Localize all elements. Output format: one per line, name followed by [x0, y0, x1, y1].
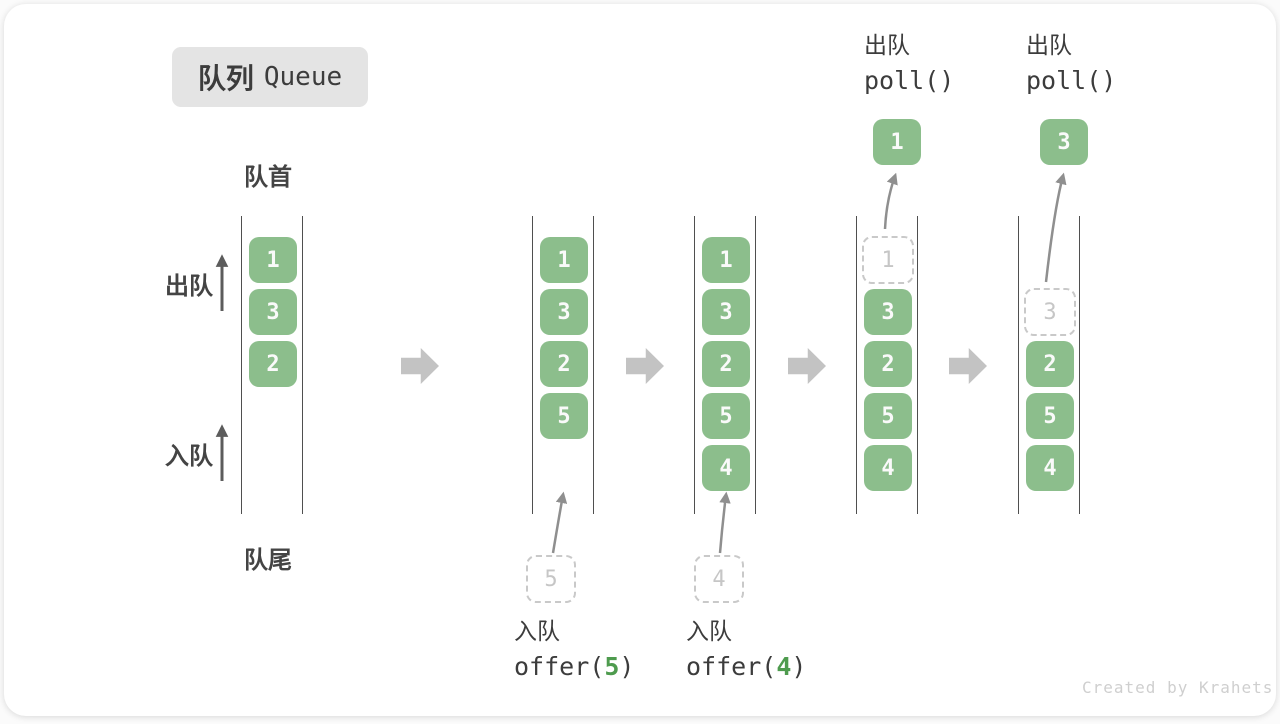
title-zh: 队列	[198, 57, 254, 97]
op-label-offer5: 入队 offer(5)	[514, 614, 634, 684]
op-arg: 4	[776, 652, 791, 681]
queue-item: 1	[702, 237, 750, 283]
queue-item: 2	[1026, 341, 1074, 387]
op-label-offer4: 入队 offer(4)	[686, 614, 806, 684]
incoming-item: 5	[526, 555, 576, 603]
op-code: poll()	[1026, 63, 1116, 98]
queue-item: 3	[540, 289, 588, 335]
queue-column-4: 1 3 2 5 4	[856, 216, 918, 514]
queue-item-ghost: 1	[862, 236, 914, 284]
queue-item: 2	[864, 341, 912, 387]
queue-item: 5	[864, 393, 912, 439]
queue-column-5: 3 2 5 4	[1018, 216, 1080, 514]
queue-column-1: 1 3 2	[241, 216, 303, 514]
flow-arrow-icon	[401, 348, 439, 384]
queue-item: 3	[702, 289, 750, 335]
queue-item: 5	[1026, 393, 1074, 439]
queue-item: 2	[249, 341, 297, 387]
op-arg: 5	[604, 652, 619, 681]
queue-item: 1	[540, 237, 588, 283]
label-queue-rear: 队尾	[237, 540, 299, 575]
popped-item: 3	[1040, 119, 1088, 165]
queue-item: 4	[864, 445, 912, 491]
op-code: poll()	[864, 63, 954, 98]
queue-item: 4	[1026, 445, 1074, 491]
queue-item: 5	[702, 393, 750, 439]
op-label-poll-1: 出队 poll()	[864, 28, 954, 98]
queue-column-3: 1 3 2 5 4	[694, 216, 756, 514]
op-action: 出队	[1026, 28, 1116, 63]
queue-item: 2	[540, 341, 588, 387]
flow-arrow-icon	[949, 348, 987, 384]
watermark: Created by Krahets	[1082, 678, 1273, 697]
diagram-canvas: 队列 Queue 队首 队尾 出队 入队 1 3 2 1 3 2 5	[4, 4, 1276, 716]
queue-item: 2	[702, 341, 750, 387]
queue-item-ghost: 3	[1024, 288, 1076, 336]
op-code: offer(4)	[686, 649, 806, 684]
title-badge: 队列 Queue	[172, 47, 368, 107]
queue-item: 3	[864, 289, 912, 335]
op-code: offer(5)	[514, 649, 634, 684]
label-queue-front: 队首	[237, 157, 299, 192]
incoming-item: 4	[694, 555, 744, 603]
popped-item: 1	[873, 119, 921, 165]
op-label-poll-2: 出队 poll()	[1026, 28, 1116, 98]
queue-item: 5	[540, 393, 588, 439]
op-action: 入队	[686, 614, 806, 649]
flow-arrow-icon	[626, 348, 664, 384]
queue-item: 4	[702, 445, 750, 491]
op-action: 出队	[864, 28, 954, 63]
queue-column-2: 1 3 2 5	[532, 216, 594, 514]
label-enqueue: 入队	[165, 436, 213, 471]
flow-arrow-icon	[788, 348, 826, 384]
title-en: Queue	[264, 62, 342, 92]
queue-item: 1	[249, 237, 297, 283]
label-dequeue: 出队	[165, 266, 213, 301]
op-action: 入队	[514, 614, 634, 649]
queue-item: 3	[249, 289, 297, 335]
